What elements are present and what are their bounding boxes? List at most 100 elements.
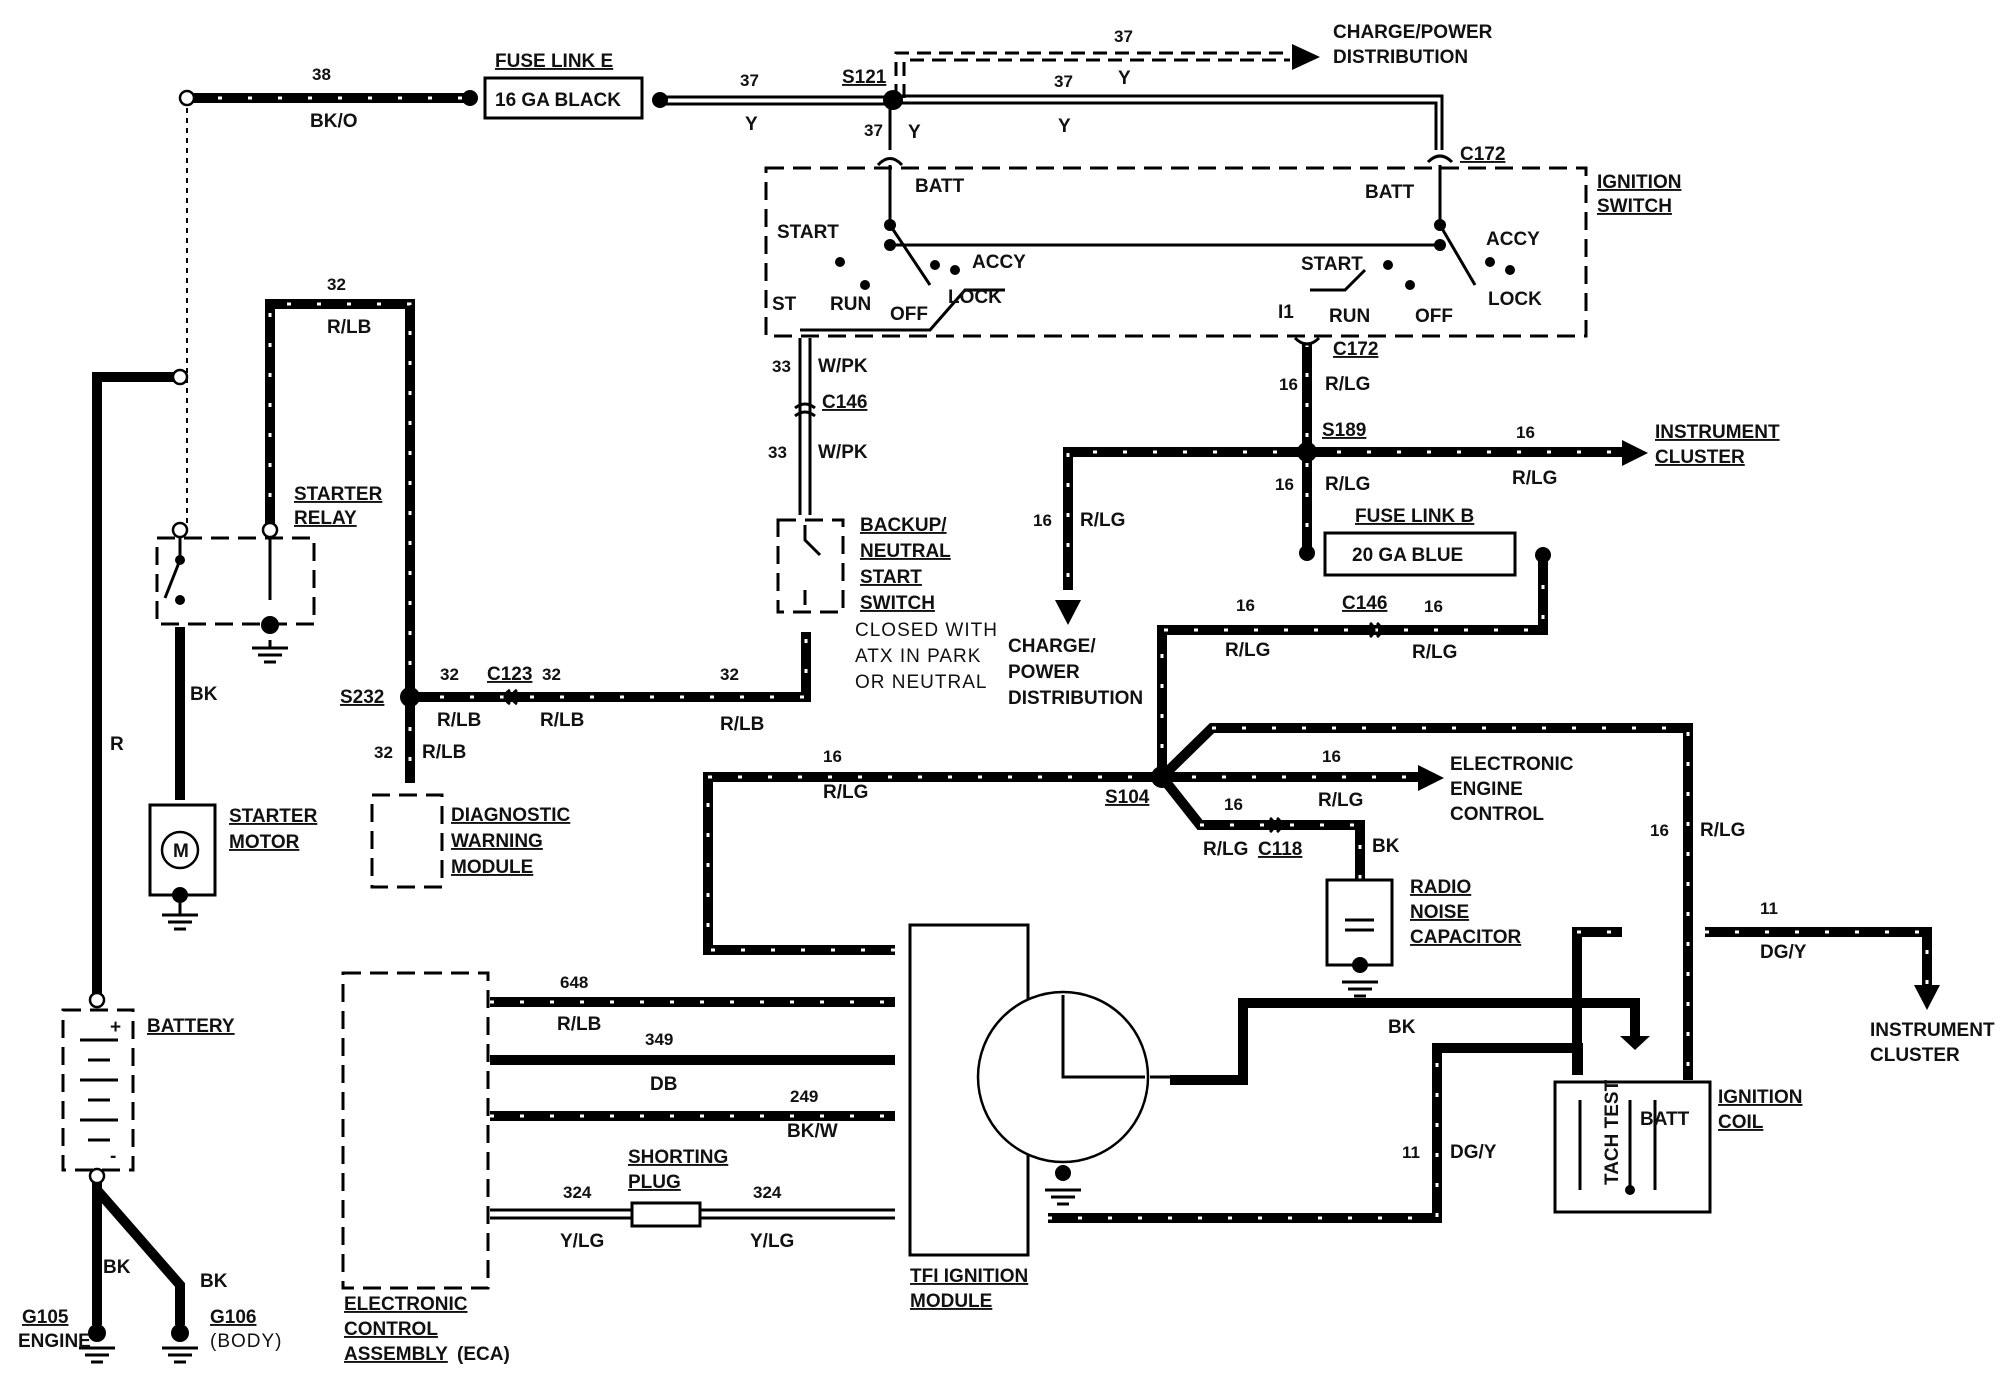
backup-neutral-switch: BACKUP/ NEUTRAL START SWITCH CLOSED WITH… bbox=[776, 515, 997, 693]
backup-note-3: OR NEUTRAL bbox=[855, 672, 987, 693]
shorting-plug: SHORTING PLUG bbox=[628, 1147, 728, 1228]
wl-rlg-e: R/LG bbox=[1225, 640, 1270, 661]
g106-label: G106 bbox=[210, 1307, 256, 1328]
wl-16-c: 16 bbox=[1275, 475, 1294, 494]
wire-r-battery bbox=[92, 372, 180, 998]
wl-16-e: 16 bbox=[1236, 596, 1255, 615]
starter-relay-title-1: STARTER bbox=[294, 484, 383, 505]
label-c118: C118 bbox=[1258, 839, 1302, 860]
battery: + - BATTERY bbox=[61, 991, 235, 1185]
wire-16-to-coil-batt bbox=[1158, 723, 1693, 1080]
wl-32-c: 32 bbox=[542, 665, 561, 684]
charge-mid-3: DISTRIBUTION bbox=[1008, 688, 1143, 709]
wire-16-c146-loop bbox=[1157, 555, 1548, 777]
body-label: (BODY) bbox=[210, 1331, 283, 1352]
wl-dgy-b: DG/Y bbox=[1450, 1142, 1497, 1163]
off-left: OFF bbox=[890, 304, 928, 325]
wire-37-fuse-to-s121 bbox=[660, 95, 893, 106]
backup-title-4: SWITCH bbox=[860, 593, 935, 614]
wl-33-a: 33 bbox=[772, 357, 791, 376]
run-right: RUN bbox=[1329, 306, 1370, 327]
wl-324-b: 324 bbox=[753, 1183, 782, 1202]
diagnostic-warning-module: DIAGNOSTIC WARNING MODULE bbox=[370, 793, 571, 889]
wire-16-charge-mid bbox=[1055, 447, 1307, 625]
wl-bk-starter: BK bbox=[190, 684, 218, 705]
wl-wpk-b: W/PK bbox=[818, 442, 868, 463]
wire-16-to-eec bbox=[1162, 765, 1444, 791]
eca-title-3: ASSEMBLY bbox=[344, 1344, 448, 1365]
wl-y-d: Y bbox=[908, 122, 921, 143]
wl-rlb-b: R/LB bbox=[437, 710, 481, 731]
wl-16-a: 16 bbox=[1279, 375, 1298, 394]
wl-rlg-a: R/LG bbox=[1325, 374, 1370, 395]
wl-16-h: 16 bbox=[1322, 747, 1341, 766]
shorting-title-2: PLUG bbox=[628, 1172, 681, 1193]
wl-r: R bbox=[110, 734, 124, 755]
starter-motor-title-2: MOTOR bbox=[229, 832, 300, 853]
wl-dgy-a: DG/Y bbox=[1760, 942, 1807, 963]
wl-bkw: BK/W bbox=[787, 1121, 838, 1142]
starter-relay-title-2: RELAY bbox=[294, 508, 357, 529]
wl-bko: BK/O bbox=[310, 111, 358, 132]
label-c172-top: C172 bbox=[1460, 144, 1505, 165]
backup-title-2: NEUTRAL bbox=[860, 541, 951, 562]
diag-title-1: DIAGNOSTIC bbox=[451, 805, 571, 826]
destinations: CHARGE/POWER DISTRIBUTION CHARGE/ POWER … bbox=[1008, 22, 1995, 1066]
off-right: OFF bbox=[1415, 306, 1453, 327]
radio-noise-capacitor: RADIO NOISE CAPACITOR bbox=[1325, 877, 1521, 998]
wl-rlg-i: R/LG bbox=[1203, 839, 1248, 860]
wire-32-s232-to-switch bbox=[410, 632, 811, 702]
label-c146-a: C146 bbox=[822, 392, 867, 413]
wl-rlb-f: R/LB bbox=[557, 1014, 601, 1035]
wl-32-d: 32 bbox=[720, 665, 739, 684]
wl-rlg-f: R/LG bbox=[1412, 642, 1457, 663]
charge-top-2: DISTRIBUTION bbox=[1333, 47, 1468, 68]
wire-bk-tfi-tach bbox=[1170, 998, 1650, 1085]
capacitor-title-2: NOISE bbox=[1410, 902, 1469, 923]
batt-left: BATT bbox=[915, 176, 965, 197]
diag-title-2: WARNING bbox=[451, 831, 543, 852]
starter-relay: STARTER RELAY bbox=[155, 368, 383, 664]
wl-ylg-b: Y/LG bbox=[750, 1231, 794, 1252]
label-s189: S189 bbox=[1322, 420, 1366, 441]
i1-label: I1 bbox=[1278, 302, 1294, 323]
splices bbox=[400, 90, 1454, 834]
ignition-switch-title-1: IGNITION bbox=[1597, 172, 1681, 193]
backup-title-3: START bbox=[860, 567, 922, 588]
label-s232: S232 bbox=[340, 687, 384, 708]
wl-16-g: 16 bbox=[823, 747, 842, 766]
accy-right: ACCY bbox=[1486, 229, 1540, 250]
wl-rlb-d: R/LB bbox=[720, 714, 764, 735]
ignition-switch: IGNITION SWITCH BATT BATT START START AC… bbox=[764, 165, 1681, 338]
engine-label: ENGINE bbox=[18, 1331, 91, 1352]
diag-title-3: MODULE bbox=[451, 857, 533, 878]
wire-33-wpk bbox=[798, 338, 812, 515]
g105-label: G105 bbox=[22, 1307, 69, 1328]
wl-rlg-g: R/LG bbox=[823, 782, 868, 803]
start-right: START bbox=[1301, 254, 1363, 275]
battery-minus: - bbox=[110, 1146, 116, 1167]
wl-bk-g105: BK bbox=[103, 1257, 131, 1278]
eca-module: ELECTRONIC CONTROL ASSEMBLY (ECA) bbox=[341, 971, 510, 1365]
instrument-2-l2: CLUSTER bbox=[1870, 1045, 1960, 1066]
wl-ylg-a: Y/LG bbox=[560, 1231, 604, 1252]
grounds: G105 ENGINE G106 (BODY) bbox=[18, 1307, 283, 1364]
eec-l2: ENGINE bbox=[1450, 779, 1523, 800]
wl-bk-tfi: BK bbox=[1388, 1017, 1416, 1038]
wire-32-rlb-loop bbox=[265, 299, 415, 697]
charge-mid-1: CHARGE/ bbox=[1008, 636, 1096, 657]
charge-mid-2: POWER bbox=[1008, 662, 1080, 683]
label-c146-b: C146 bbox=[1342, 593, 1387, 614]
ignition-coil: IGNITION COIL TACH TEST BATT bbox=[1553, 1079, 1802, 1214]
wl-16-b: 16 bbox=[1516, 423, 1535, 442]
wire-37-to-charge bbox=[894, 44, 1320, 98]
fuse-e-rating: 16 GA BLACK bbox=[495, 90, 621, 111]
wl-rlb-c: R/LB bbox=[540, 710, 584, 731]
wire-16-instrument bbox=[1307, 440, 1648, 466]
wl-rlg-c: R/LG bbox=[1325, 474, 1370, 495]
wl-db: DB bbox=[650, 1074, 677, 1095]
coil-title-2: COIL bbox=[1718, 1112, 1764, 1133]
wire-11-dgy-tfi bbox=[1048, 1043, 1583, 1223]
coil-tach-test: TACH TEST bbox=[1602, 1079, 1623, 1185]
